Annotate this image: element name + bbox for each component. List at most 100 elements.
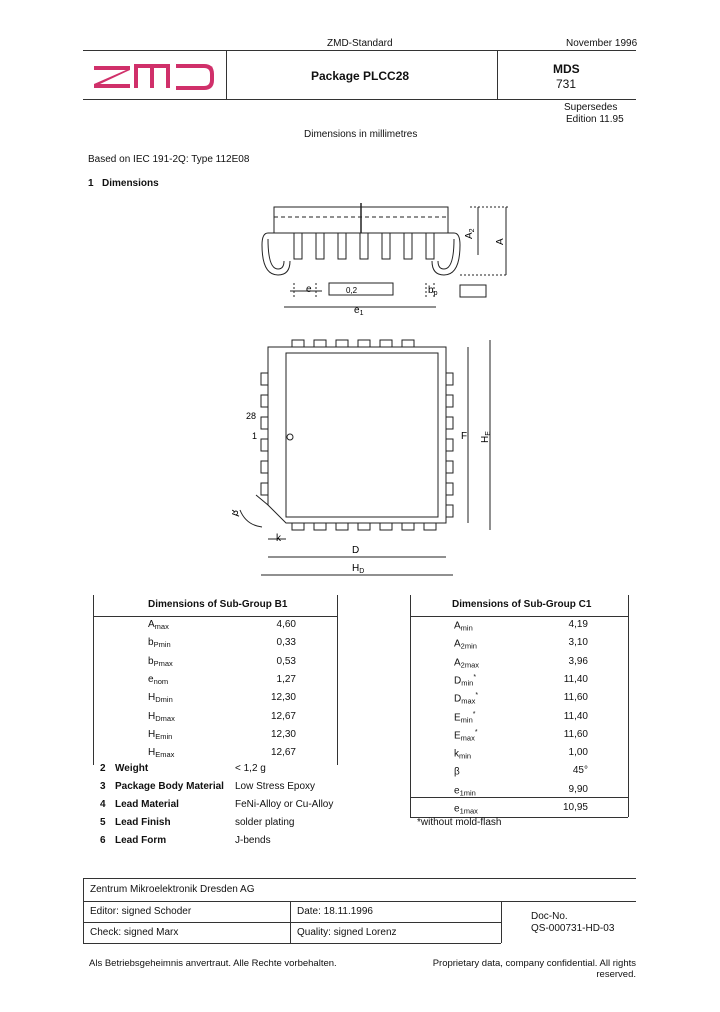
table-c1-symbol: e1min — [454, 784, 476, 797]
property-label: Package Body Material — [115, 781, 224, 792]
legal-notice-german: Als Betriebsgeheimnis anvertraut. Alle R… — [89, 958, 337, 969]
header-bottom-rule — [83, 99, 636, 100]
symbol-letter: k — [454, 748, 459, 760]
symbol-letter: H — [148, 692, 156, 704]
symbol-subscript: Pmin — [153, 640, 171, 650]
side-view-drawing: A2 A e 0,2 bp e1 — [250, 195, 510, 317]
symbol-subscript: 1max — [459, 806, 478, 816]
symbol-letter: A — [454, 620, 461, 632]
table-c1-symbol: A2min — [454, 637, 477, 651]
symbol-subscript: Emin — [155, 731, 173, 741]
table-c1-value: 3,10 — [568, 637, 588, 649]
table-b1-value: 0,33 — [276, 637, 296, 649]
table-b1-symbol: Amax — [148, 619, 169, 631]
based-on-note: Based on IEC 191-2Q: Type 112E08 — [88, 154, 250, 165]
table-c1-value: 11,60 — [563, 728, 588, 740]
standard-label: ZMD-Standard — [327, 38, 393, 49]
symbol-subscript: 2max — [460, 659, 480, 669]
table-b1-left-rule — [93, 595, 94, 765]
symbol-letter: e — [454, 803, 460, 815]
table-c1-symbol: Dmax* — [454, 692, 478, 705]
table-c1-symbol: Dmin* — [454, 674, 476, 687]
symbol-subscript: min — [459, 751, 472, 761]
table-b1-symbol: HDmax — [148, 711, 175, 723]
symbol-superscript: * — [475, 692, 479, 700]
symbol-letter: H — [148, 728, 156, 740]
header-date: November 1996 — [566, 38, 638, 49]
table-c1-header-rule — [410, 616, 628, 617]
property-label: Lead Material — [115, 799, 179, 810]
symbol-letter: A — [454, 656, 461, 668]
header-divider-left — [226, 50, 227, 99]
table-c1-divider-rule — [410, 797, 628, 798]
property-value: < 1,2 g — [235, 763, 266, 774]
edition-label: Edition 11.95 — [566, 114, 624, 125]
dim-a2-label-subscript: 2 — [469, 228, 476, 232]
symbol-letter: b — [148, 655, 154, 667]
symbol-subscript: max — [461, 696, 476, 706]
table-b1-value: 0,53 — [276, 655, 296, 667]
dim-a2-label: A2 — [464, 228, 476, 239]
table-c1-value: 1,00 — [568, 747, 588, 759]
section-number: 1 — [88, 178, 94, 189]
symbol-subscript: min — [461, 678, 474, 688]
dim-beta-label: β — [232, 508, 242, 518]
table-c1-symbol: Amin — [454, 619, 473, 632]
units-note: Dimensions in millimetres — [304, 129, 418, 140]
property-number: 2 — [100, 763, 106, 774]
header-divider-right — [497, 50, 498, 99]
symbol-letter: e — [454, 785, 460, 797]
symbol-letter: H — [148, 747, 156, 759]
table-b1-value: 12,30 — [270, 728, 296, 740]
dim-e-label: e — [306, 284, 312, 295]
footer-top-rule — [83, 878, 636, 879]
symbol-subscript: Pmax — [153, 658, 173, 668]
dim-hd-label: HD — [352, 563, 364, 575]
footer-bottom-rule — [83, 943, 501, 944]
symbol-subscript: nom — [153, 676, 169, 686]
footer-date: Date: 18.11.1996 — [297, 906, 373, 917]
symbol-subscript: max — [154, 622, 169, 631]
symbol-subscript: Dmax — [155, 713, 175, 723]
symbol-superscript: * — [474, 728, 478, 736]
table-c1-symbol: A2max — [454, 656, 479, 669]
symbol-letter: H — [148, 710, 156, 722]
property-label: Weight — [115, 763, 149, 774]
property-value: J-bends — [235, 835, 271, 846]
dim-tolerance-label: 0,2 — [346, 286, 358, 295]
mds-number: 731 — [556, 77, 577, 91]
property-label: Lead Finish — [115, 817, 171, 828]
zmd-logo: ® — [92, 63, 216, 91]
table-b1-symbol: enom — [148, 674, 168, 686]
symbol-subscript: 1min — [459, 788, 476, 798]
property-number: 5 — [100, 817, 106, 828]
symbol-letter: E — [454, 730, 461, 742]
property-value: solder plating — [235, 817, 295, 828]
legal-notice-english: Proprietary data, company confidential. … — [432, 958, 636, 980]
page-title: Package PLCC28 — [311, 69, 410, 83]
pin-28-label: 28 — [246, 411, 256, 421]
table-c1-title: Dimensions of Sub-Group C1 — [452, 599, 592, 610]
symbol-subscript: max — [460, 733, 475, 743]
table-c1-right-rule — [628, 595, 629, 817]
table-b1-title: Dimensions of Sub-Group B1 — [148, 599, 288, 610]
table-c1-left-rule — [410, 595, 411, 817]
dim-bp-label-subscript: p — [434, 290, 438, 297]
table-b1-right-rule — [337, 595, 338, 765]
symbol-letter: β — [454, 766, 460, 778]
dim-e1-label-subscript: 1 — [360, 310, 364, 315]
table-c1-value: 11,40 — [563, 673, 588, 685]
symbol-superscript: * — [473, 673, 477, 681]
footer-rule-3 — [83, 922, 501, 923]
property-number: 6 — [100, 835, 106, 846]
table-c1-value: 45° — [572, 765, 588, 777]
footer-quality: Quality: signed Lorenz — [297, 927, 397, 938]
table-b1-value: 4,60 — [276, 619, 296, 630]
table-b1-symbol: bPmin — [148, 637, 171, 649]
header-top-rule — [83, 50, 636, 51]
table-b1-header-rule — [93, 616, 337, 617]
footer-check: Check: signed Marx — [90, 927, 179, 938]
property-label: Lead Form — [115, 835, 167, 846]
table-c1-bottom-rule — [410, 817, 628, 818]
table-b1-symbol: HDmin — [148, 692, 173, 704]
